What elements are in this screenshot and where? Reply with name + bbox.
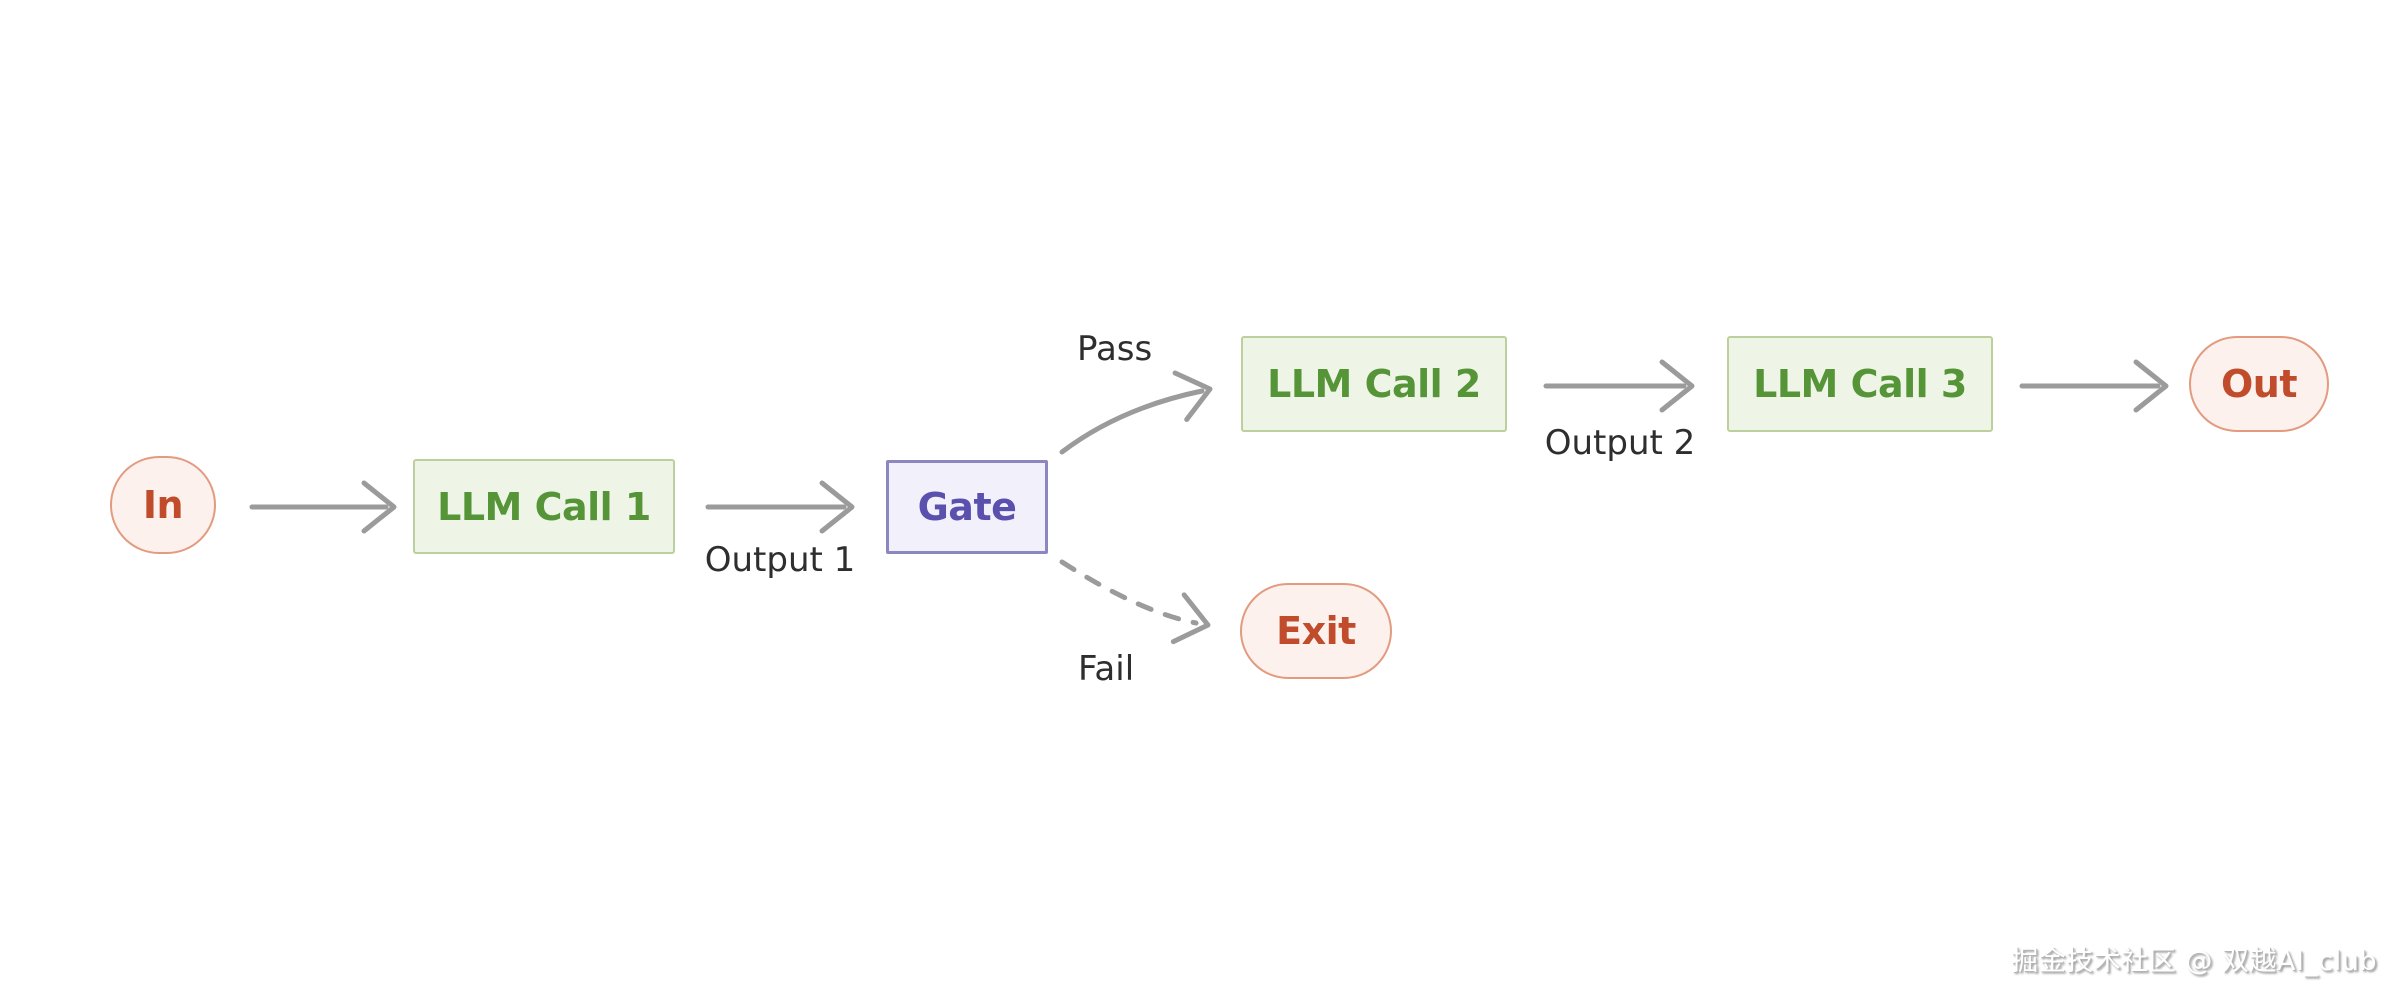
node-llm-call-3: LLM Call 3 xyxy=(1727,336,1993,432)
edge-label-fail: Fail xyxy=(1078,649,1135,689)
node-out-label: Out xyxy=(2220,362,2298,406)
node-in-label: In xyxy=(142,483,184,527)
node-gate-label: Gate xyxy=(917,485,1017,529)
edge-label-pass: Pass xyxy=(1077,329,1153,369)
edge-gate-llm2-pass xyxy=(1059,370,1213,455)
edge-llm3-out xyxy=(2019,359,2169,413)
node-llm-call-3-label: LLM Call 3 xyxy=(1753,362,1967,406)
node-llm-call-1: LLM Call 1 xyxy=(413,459,675,554)
node-in: In xyxy=(110,456,216,554)
edge-label-output-2: Output 2 xyxy=(1544,423,1696,463)
node-llm-call-2: LLM Call 2 xyxy=(1241,336,1507,432)
node-llm-call-2-label: LLM Call 2 xyxy=(1267,362,1481,406)
edge-label-output-1: Output 1 xyxy=(704,540,856,580)
watermark-text: 掘金技术社区 @ 双越AI_club xyxy=(2011,946,2377,977)
edge-llm2-llm3 xyxy=(1543,359,1695,413)
node-gate: Gate xyxy=(886,460,1048,554)
node-llm-call-1-label: LLM Call 1 xyxy=(437,484,651,529)
edge-in-llm1 xyxy=(249,480,397,534)
edge-gate-exit-fail xyxy=(1059,559,1211,645)
edge-llm1-gate xyxy=(705,480,855,534)
node-exit: Exit xyxy=(1240,583,1392,679)
node-exit-label: Exit xyxy=(1276,609,1356,653)
node-out: Out xyxy=(2189,336,2329,432)
